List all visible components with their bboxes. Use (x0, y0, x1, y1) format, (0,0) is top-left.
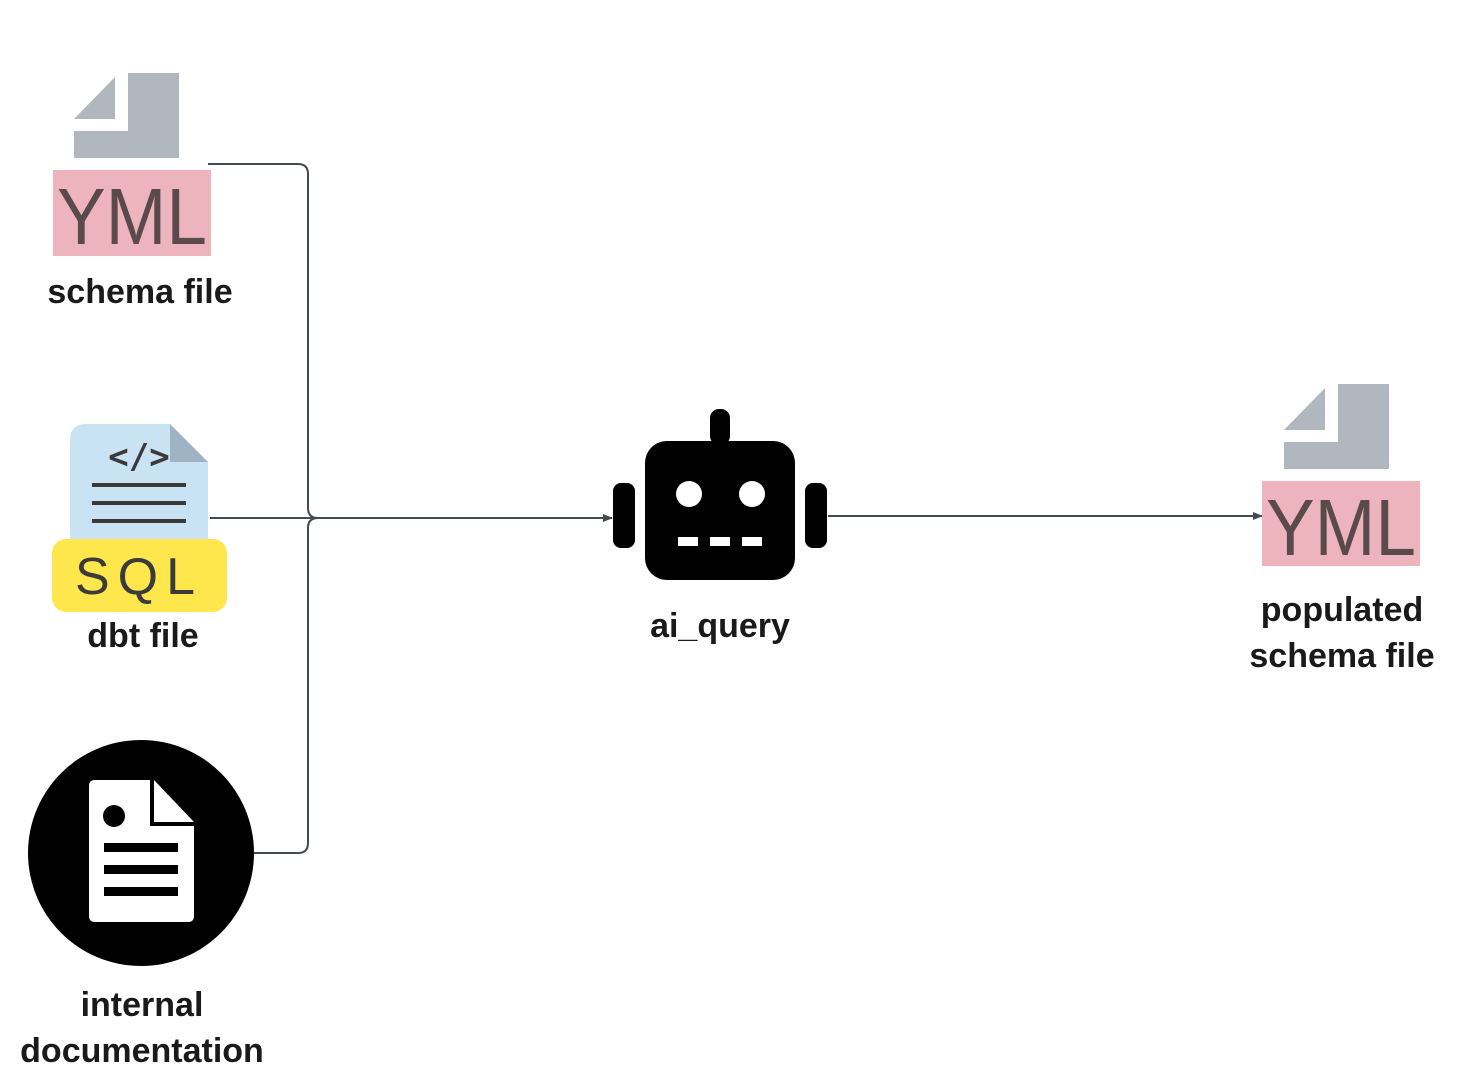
robot-antenna (710, 409, 730, 445)
page-fold (74, 77, 115, 119)
robot-eye-right (739, 481, 765, 507)
yml-file-icon: YML (53, 73, 211, 261)
doc-bullet (103, 805, 125, 827)
page-fold (1284, 388, 1325, 430)
page-body (74, 73, 179, 158)
yml-badge (53, 170, 211, 256)
code-icon: </> (108, 437, 169, 477)
yml-badge (1262, 481, 1420, 566)
sql-badge (52, 539, 227, 612)
dbt-file-node[interactable]: </> SQL (52, 424, 227, 612)
code-lines (92, 483, 186, 523)
yml-file-icon: YML (1262, 384, 1420, 572)
robot-icon (613, 409, 827, 580)
sql-doc-fold (170, 424, 208, 462)
internal-docs-label-line2: documentation (20, 1032, 264, 1070)
populated-schema-label: populated schema file (1222, 587, 1462, 679)
sql-file-icon: </> SQL (52, 424, 227, 612)
yml-badge-text: YML (57, 172, 207, 261)
internal-docs-label: internal documentation (0, 982, 284, 1074)
page-body (1284, 384, 1389, 469)
dbt-file-label: dbt file (40, 613, 246, 659)
populated-schema-node[interactable]: YML (1262, 384, 1420, 572)
dbt-file-label-text: dbt file (87, 617, 199, 655)
connector-internal-docs (254, 517, 319, 854)
robot-mouth (678, 537, 762, 546)
doc-fold (154, 780, 194, 822)
schema-file-label: schema file (20, 269, 260, 315)
yml-badge-text: YML (1266, 483, 1416, 572)
robot-ear-left (613, 483, 635, 548)
robot-ear-right (805, 483, 827, 548)
ai-query-node[interactable] (613, 409, 827, 580)
internal-docs-node[interactable] (28, 740, 254, 966)
document-circle-icon (28, 740, 254, 966)
connector-schema-file (208, 163, 319, 519)
populated-schema-label-line1: populated (1260, 591, 1424, 629)
ai-query-label: ai_query (600, 603, 840, 649)
robot-head (645, 441, 795, 580)
schema-file-label-text: schema file (47, 273, 233, 311)
connectors (208, 163, 1263, 854)
ai-query-label-text: ai_query (650, 607, 790, 645)
populated-schema-label-line2: schema file (1249, 637, 1435, 675)
robot-eye-left (676, 481, 702, 507)
internal-docs-label-line1: internal (80, 986, 204, 1024)
doc-lines (104, 843, 178, 896)
schema-file-node[interactable]: YML (53, 73, 211, 261)
sql-badge-text: SQL (75, 548, 203, 606)
